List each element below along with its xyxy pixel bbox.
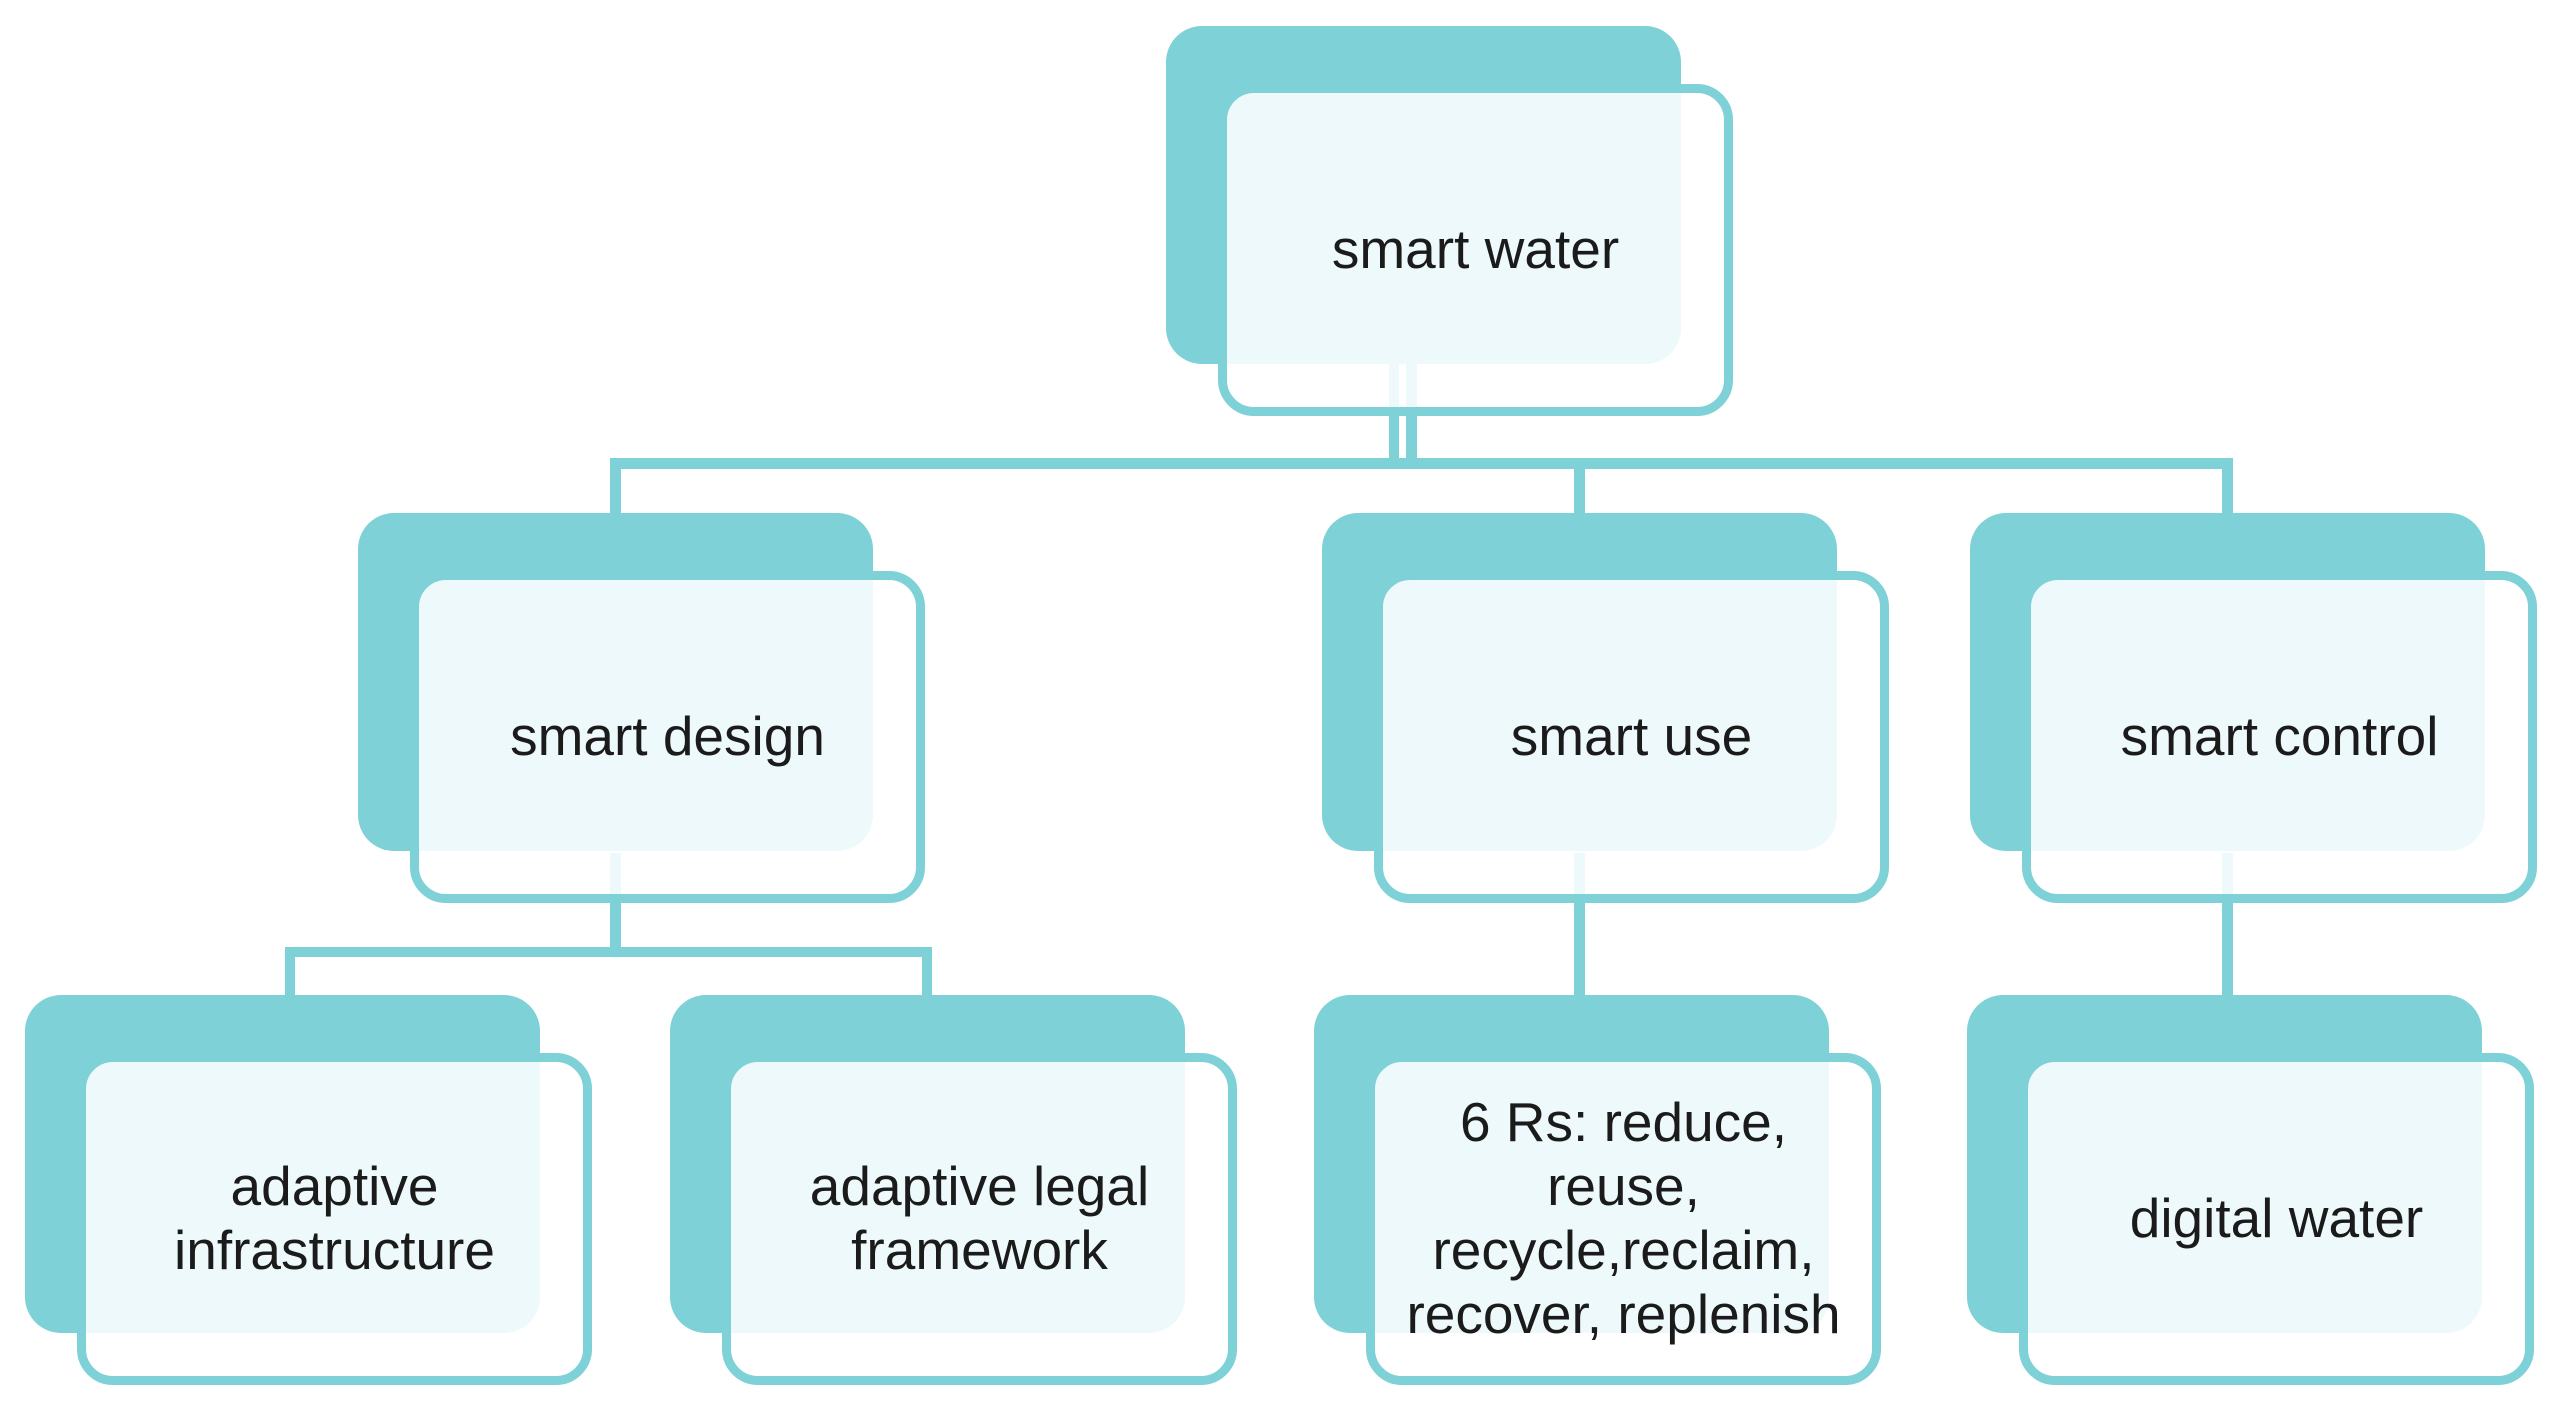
node-label: smart use [1510, 705, 1753, 768]
connector-drop-adaptive-legal-framework [922, 956, 932, 998]
node-smart-control: smart control [1970, 513, 2537, 903]
node-adaptive-infrastructure: adaptive infrastructure [25, 995, 592, 1385]
node-smart-water: smart water [1166, 26, 1733, 416]
node-label: adaptive legal framework [809, 1155, 1150, 1281]
connector-level2-rail [285, 947, 932, 957]
connector-drop-smart-design [610, 468, 621, 517]
card-front: smart design [410, 571, 925, 903]
node-label: adaptive infrastructure [174, 1155, 495, 1281]
card-front: smart control [2022, 571, 2537, 903]
connector-drop-smart-control [2222, 468, 2233, 517]
card-front: smart use [1374, 571, 1889, 903]
node-smart-use: smart use [1322, 513, 1889, 903]
connector-level1-rail [610, 458, 2233, 469]
connector-smart-control-to-digital-water [2222, 853, 2233, 998]
connector-smart-use-to-six-rs [1574, 853, 1585, 998]
node-six-rs: 6 Rs: reduce, reuse, recycle,reclaim, re… [1314, 995, 1881, 1385]
connector-drop-smart-use [1574, 468, 1585, 517]
node-label: smart design [510, 705, 825, 768]
node-smart-design: smart design [358, 513, 925, 903]
node-label: smart water [1331, 218, 1620, 281]
card-front: digital water [2019, 1053, 2534, 1385]
node-adaptive-legal-framework: adaptive legal framework [670, 995, 1237, 1385]
connector-drop-adaptive-infrastructure [285, 956, 295, 998]
card-front: adaptive infrastructure [77, 1053, 592, 1385]
card-front: adaptive legal framework [722, 1053, 1237, 1385]
node-digital-water: digital water [1967, 995, 2534, 1385]
node-label: digital water [2129, 1187, 2424, 1250]
card-front: smart water [1218, 84, 1733, 416]
card-front: 6 Rs: reduce, reuse, recycle,reclaim, re… [1366, 1053, 1881, 1385]
node-label: smart control [2120, 705, 2439, 768]
node-label: 6 Rs: reduce, reuse, recycle,reclaim, re… [1406, 1091, 1841, 1345]
